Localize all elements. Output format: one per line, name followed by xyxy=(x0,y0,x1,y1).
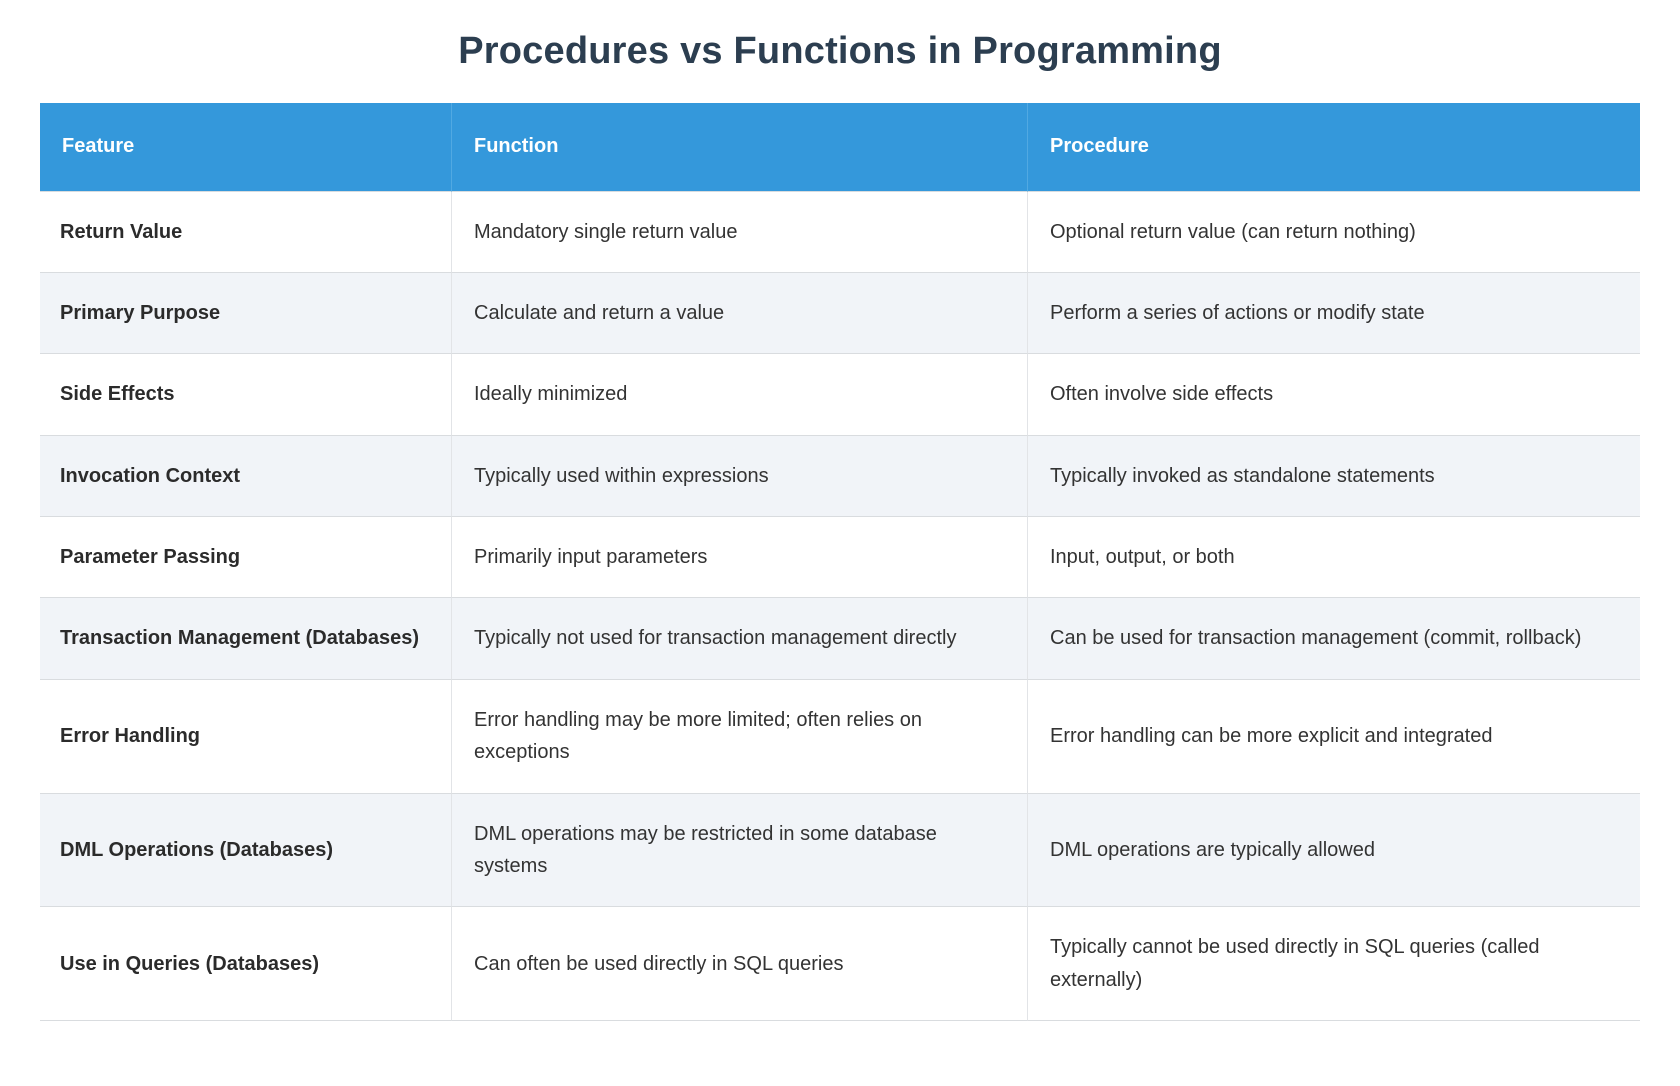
cell-function: Can often be used directly in SQL querie… xyxy=(452,907,1028,1022)
cell-feature: Side Effects xyxy=(40,354,452,436)
table-header: Feature Function Procedure xyxy=(40,102,1640,192)
column-header-procedure: Procedure xyxy=(1028,102,1640,192)
table-row: Error Handling Error handling may be mor… xyxy=(40,679,1640,794)
cell-feature: Return Value xyxy=(40,191,452,273)
cell-function: Typically used within expressions xyxy=(452,435,1028,518)
table-row: Use in Queries (Databases) Can often be … xyxy=(40,907,1640,1022)
comparison-table: Feature Function Procedure Return Value … xyxy=(40,102,1640,1022)
table-header-row: Feature Function Procedure xyxy=(40,102,1640,192)
cell-feature: Transaction Management (Databases) xyxy=(40,598,452,680)
table-body: Return Value Mandatory single return val… xyxy=(40,191,1640,1022)
cell-feature: Use in Queries (Databases) xyxy=(40,907,452,1022)
cell-procedure: Perform a series of actions or modify st… xyxy=(1028,272,1640,355)
comparison-table-container: Feature Function Procedure Return Value … xyxy=(40,102,1640,1022)
cell-procedure: Input, output, or both xyxy=(1028,517,1640,599)
cell-function: DML operations may be restricted in some… xyxy=(452,793,1028,908)
table-row: Transaction Management (Databases) Typic… xyxy=(40,598,1640,680)
cell-feature: Primary Purpose xyxy=(40,272,452,355)
table-row: DML Operations (Databases) DML operation… xyxy=(40,793,1640,908)
column-header-feature: Feature xyxy=(40,102,452,192)
table-row: Side Effects Ideally minimized Often inv… xyxy=(40,354,1640,436)
column-header-function: Function xyxy=(452,102,1028,192)
cell-function: Ideally minimized xyxy=(452,354,1028,436)
cell-procedure: Optional return value (can return nothin… xyxy=(1028,191,1640,273)
cell-function: Error handling may be more limited; ofte… xyxy=(452,679,1028,794)
table-row: Parameter Passing Primarily input parame… xyxy=(40,517,1640,599)
cell-procedure: Typically invoked as standalone statemen… xyxy=(1028,435,1640,518)
table-row: Return Value Mandatory single return val… xyxy=(40,191,1640,273)
cell-function: Primarily input parameters xyxy=(452,517,1028,599)
table-row: Primary Purpose Calculate and return a v… xyxy=(40,272,1640,355)
cell-procedure: DML operations are typically allowed xyxy=(1028,793,1640,908)
cell-function: Calculate and return a value xyxy=(452,272,1028,355)
cell-procedure: Can be used for transaction management (… xyxy=(1028,598,1640,680)
cell-procedure: Typically cannot be used directly in SQL… xyxy=(1028,907,1640,1022)
page-title: Procedures vs Functions in Programming xyxy=(458,30,1222,72)
cell-feature: Parameter Passing xyxy=(40,517,452,599)
cell-feature: Error Handling xyxy=(40,679,452,794)
table-row: Invocation Context Typically used within… xyxy=(40,435,1640,518)
cell-feature: DML Operations (Databases) xyxy=(40,793,452,908)
cell-procedure: Often involve side effects xyxy=(1028,354,1640,436)
cell-function: Typically not used for transaction manag… xyxy=(452,598,1028,680)
cell-procedure: Error handling can be more explicit and … xyxy=(1028,679,1640,794)
cell-feature: Invocation Context xyxy=(40,435,452,518)
cell-function: Mandatory single return value xyxy=(452,191,1028,273)
